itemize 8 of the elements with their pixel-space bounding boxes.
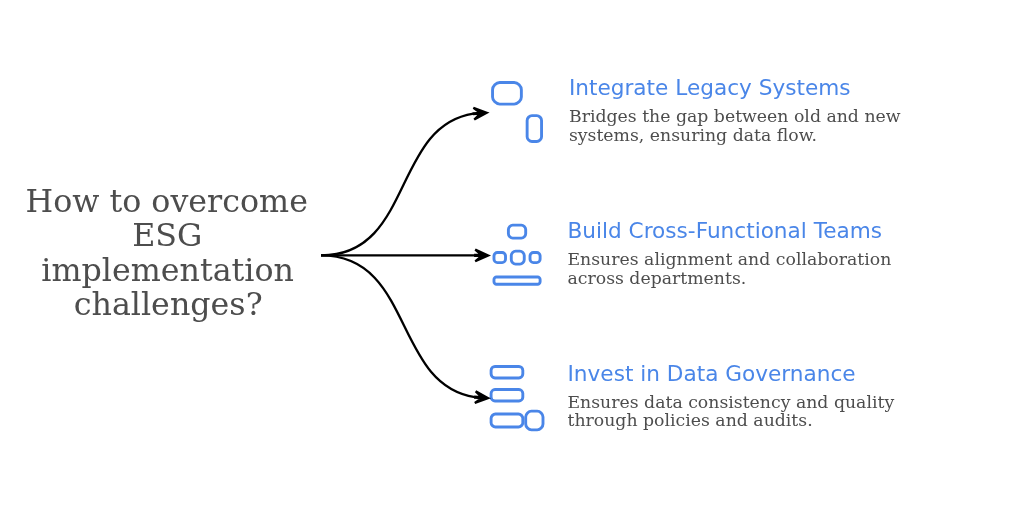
node-label: Ensures alignment and collaboration across departments.: [567, 248, 892, 288]
node-text: How to overcome ESG implementation challenges?: [25, 182, 308, 323]
node-label: Bridges the gap between old and new systems, ensuring data flow.: [568, 106, 901, 145]
arrow: [320, 254, 490, 405]
node-label: Ensures data consistency and quality through policies and audits.: [567, 391, 895, 431]
node-label: Build Cross-Functional Teams: [567, 218, 883, 244]
node-label: Invest in Data Governance: [567, 360, 856, 386]
node-label: Integrate Legacy Systems: [568, 75, 851, 101]
